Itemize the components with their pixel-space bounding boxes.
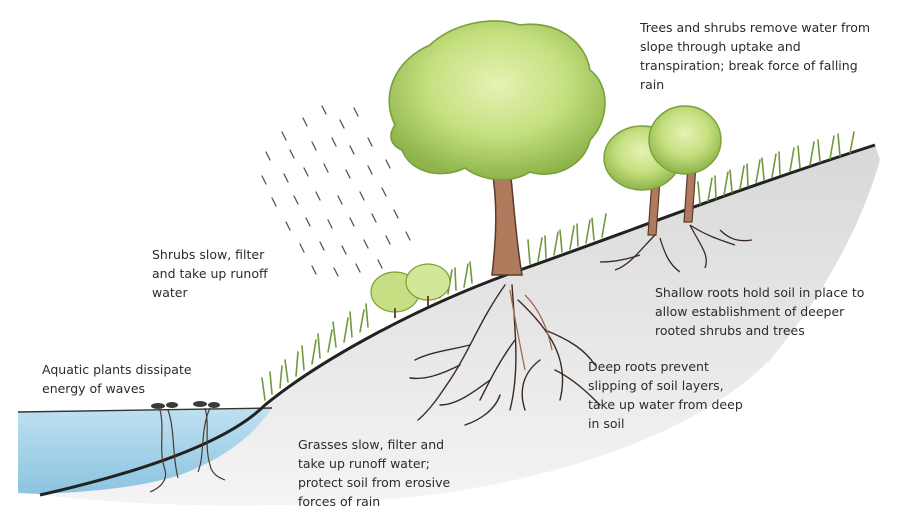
label-shrubs: Shrubs slow, filter and take up runoff w…	[152, 245, 268, 302]
rain-drops	[261, 105, 411, 277]
soil-body	[40, 145, 880, 506]
label-line: energy of waves	[42, 381, 146, 396]
deep-roots-reddish	[509, 289, 553, 371]
label-line: Grasses slow, filter and	[298, 437, 445, 452]
large-tree-canopy	[388, 20, 606, 181]
label-trees-shrubs: Trees and shrubs remove water from slope…	[640, 18, 870, 94]
label-line: slipping of soil layers,	[588, 378, 724, 393]
label-aquatic-plants: Aquatic plants dissipate energy of waves	[42, 360, 192, 398]
shallow-roots	[599, 224, 753, 273]
label-line: and take up runoff	[152, 266, 268, 281]
small-tree-canopy-right	[648, 105, 722, 175]
large-tree-trunk	[491, 167, 523, 276]
label-line: Aquatic plants dissipate	[42, 362, 192, 377]
label-grasses: Grasses slow, filter and take up runoff …	[298, 435, 450, 511]
label-line: Shrubs slow, filter	[152, 247, 265, 262]
aquatic-plant-tops	[151, 401, 220, 409]
label-line: Trees and shrubs remove water from	[640, 20, 871, 35]
label-line: take up water from deep	[588, 397, 743, 412]
label-line: in soil	[588, 416, 625, 431]
shrub-cluster	[370, 263, 451, 318]
water-surface-line	[17, 407, 273, 413]
water-body	[18, 408, 272, 494]
large-tree	[388, 20, 606, 276]
label-line: water	[152, 285, 188, 300]
label-line: Deep roots prevent	[588, 359, 709, 374]
deep-roots	[409, 284, 601, 426]
label-deep-roots: Deep roots prevent slipping of soil laye…	[588, 357, 743, 433]
label-line: protect soil from erosive	[298, 475, 451, 490]
grass-strip	[261, 131, 855, 401]
aquatic-plant-roots	[149, 407, 226, 493]
label-line: take up runoff water;	[298, 456, 430, 471]
label-line: allow establishment of deeper	[655, 304, 845, 319]
small-trees	[603, 105, 722, 236]
label-line: Shallow roots hold soil in place to	[655, 285, 865, 300]
label-line: slope through uptake and	[640, 39, 801, 54]
label-line: forces of rain	[298, 494, 381, 509]
label-shallow-roots: Shallow roots hold soil in place to allo…	[655, 283, 864, 340]
label-line: rooted shrubs and trees	[655, 323, 805, 338]
ground-surface-line	[39, 143, 876, 497]
label-line: transpiration; break force of falling	[640, 58, 858, 73]
label-line: rain	[640, 77, 665, 92]
